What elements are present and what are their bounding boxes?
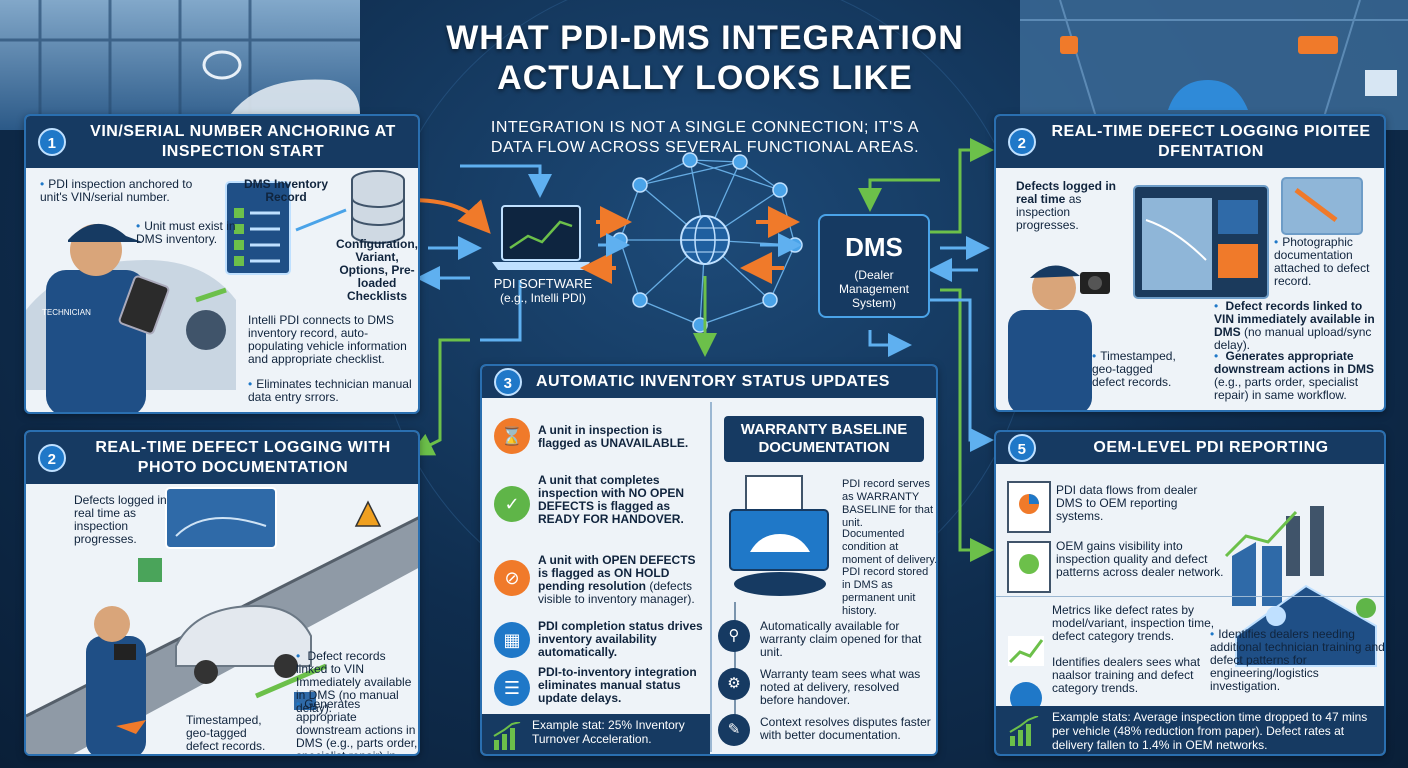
handshake-icon: ⚙ [718, 668, 750, 700]
p3-warranty-2: Documented condition at moment of delive… [842, 528, 938, 566]
p3-item-2: A unit that completes inspection with NO… [538, 473, 685, 526]
p5-stat-text: Example stats: Average inspection time d… [1052, 710, 1368, 752]
panel-header: 5 OEM-LEVEL PDI REPORTING [996, 432, 1384, 464]
p3-item-3: A unit with OPEN DEFECTS is flagged as O… [538, 554, 708, 606]
panel-title: REAL-TIME DEFECT LOGGING PIOITEE DFENTAT… [1051, 123, 1371, 160]
database-icon [351, 170, 405, 244]
calendar-icon: ▦ [494, 622, 530, 658]
p3-warranty-3: PDI record stored in DMS as permanent un… [842, 566, 929, 617]
pdi-software-sublabel: (e.g., Intelli PDI) [499, 291, 587, 305]
p2-text-4: Generates appropriate downstream actions… [296, 698, 418, 755]
panel-inventory-status: 3 AUTOMATIC INVENTORY STATUS UPDATES ⌛ A… [480, 364, 938, 756]
p4-text-4: Timestamped, geo-tagged defect records. [1092, 350, 1188, 389]
dms-box: DMS (Dealer Management System) [818, 214, 930, 318]
p5-stat-bar: Example stats: Average inspection time d… [996, 706, 1384, 754]
hourglass-icon: ⌛ [494, 418, 530, 454]
p2-text-1: Defects logged in real time as inspectio… [74, 493, 167, 546]
p4-text-1-note: as inspection progresses. [1016, 192, 1082, 232]
dms-sublabel: (Dealer Management System) [838, 268, 910, 310]
p3-stat-text: Example stat: 25% Inventory Turnover Acc… [532, 718, 685, 746]
step-number: 1 [38, 128, 66, 156]
technician-shirt-label: TECHNICIAN [42, 308, 91, 317]
p1-text-2: Unit must exist in DMS inventory. [136, 220, 246, 246]
p1-text-3: Intelli PDI connects to DMS inventory re… [248, 313, 407, 366]
growth-chart-icon [1009, 716, 1039, 746]
p3-item-4: PDI completion status drives inventory a… [538, 619, 703, 659]
p3-item-5: PDI-to-inventory integration eliminates … [538, 665, 697, 705]
warranty-title: WARRANTY BASELINE DOCUMENTATION [724, 416, 924, 462]
step-number: 3 [494, 368, 522, 396]
record-config: Configuration, Variant, Options, Pre-loa… [336, 237, 418, 303]
panel-title: AUTOMATIC INVENTORY STATUS UPDATES [536, 373, 890, 390]
p4-text-3-main: Defect records linked to VIN immediately… [1214, 299, 1375, 339]
p5-text-3: Metrics like defect rates by model/varia… [1052, 603, 1215, 643]
p5-text-1: PDI data flows from dealer DMS to OEM re… [1056, 483, 1198, 523]
panel-vin-anchoring: 1 VIN/SERIAL NUMBER ANCHORING AT INSPECT… [24, 114, 420, 414]
p3-item-1: A unit in inspection is flagged as UNAVA… [538, 423, 689, 450]
p4-text-3: Defect records linked to VIN immediately… [1214, 300, 1384, 352]
p4-text-5-main: Generates appropriate downstream actions… [1214, 349, 1375, 376]
panel-defect-logging-left: 2 REAL-TIME DEFECT LOGGING WITH PHOTO DO… [24, 430, 420, 756]
p3-item-3-note: (defects visible to inventory manager). [538, 579, 695, 606]
laptop-icon [492, 205, 590, 270]
p1-text-4: Eliminates technician manual data entry … [248, 378, 418, 404]
step-number: 2 [38, 444, 66, 472]
checklist-icon: ✎ [718, 714, 750, 746]
p3-warranty-6: Context resolves disputes faster with be… [760, 715, 931, 742]
panel-header: 3 AUTOMATIC INVENTORY STATUS UPDATES [482, 366, 936, 398]
pdi-software-label: PDI SOFTWARE [493, 276, 593, 291]
p5-text-4: Identifies dealers sees what naalsor tra… [1052, 655, 1201, 695]
panel-defect-logging-right: 2 REAL-TIME DEFECT LOGGING PIOITEE DFENT… [994, 114, 1386, 412]
p2-text-3: Timestamped, geo-tagged defect records. [186, 713, 266, 753]
panel-title: OEM-LEVEL PDI REPORTING [1093, 439, 1329, 456]
document-search-icon: ⚲ [718, 620, 750, 652]
folder-car-icon [729, 475, 829, 596]
p3-warranty-1: PDI record serves as WARRANTY BASELINE f… [842, 478, 934, 529]
step-number: 5 [1008, 434, 1036, 462]
step-number: 2 [1008, 128, 1036, 156]
checkmark-icon: ✓ [494, 486, 530, 522]
p4-text-1-main: Defects logged in real time [1016, 179, 1117, 206]
p3-item-3-main: A unit with OPEN DEFECTS is flagged as O… [538, 553, 696, 593]
p4-text-2: Photographic documentation attached to d… [1274, 236, 1384, 288]
p4-text-5-note: (e.g., parts order, specialist repair) i… [1214, 375, 1359, 402]
panel-title: VIN/SERIAL NUMBER ANCHORING AT INSPECTIO… [90, 123, 396, 160]
technician-illustration [26, 170, 405, 412]
panel-header: 1 VIN/SERIAL NUMBER ANCHORING AT INSPECT… [26, 116, 418, 168]
p5-text-2: OEM gains visibility into inspection qua… [1056, 539, 1224, 579]
globe-icon [680, 215, 730, 265]
panel-header: 2 REAL-TIME DEFECT LOGGING WITH PHOTO DO… [26, 432, 418, 484]
p4-text-3-note: (no manual upload/sync delay). [1214, 325, 1372, 352]
page-title: WHAT PDI-DMS INTEGRATION ACTUALLY LOOKS … [446, 19, 964, 97]
panel-oem-reporting: 5 OEM-LEVEL PDI REPORTING PDI data flows… [994, 430, 1386, 756]
p3-warranty-4: Automatically available for warranty cla… [760, 619, 922, 659]
growth-chart-icon [493, 722, 521, 750]
list-icon: ☰ [494, 670, 530, 706]
photographer-illustration [1008, 177, 1363, 410]
p4-text-1: Defects logged in real time as inspectio… [1016, 180, 1136, 232]
conveyor-illustration [26, 487, 418, 754]
record-title: DMS Inventory Record [243, 177, 328, 204]
no-entry-icon: ⊘ [494, 560, 530, 596]
panel-title: REAL-TIME DEFECT LOGGING WITH PHOTO DOCU… [95, 439, 391, 476]
p3-stat-bar: Example stat: 25% Inventory Turnover Acc… [482, 714, 710, 754]
dms-label: DMS [845, 232, 903, 262]
panel-header: 2 REAL-TIME DEFECT LOGGING PIOITEE DFENT… [996, 116, 1384, 168]
page-subtitle: INTEGRATION IS NOT A SINGLE CONNECTION; … [490, 119, 920, 156]
p3-warranty-5: Warranty team sees what was noted at del… [760, 667, 921, 707]
p4-text-5: Generates appropriate downstream actions… [1214, 350, 1384, 402]
p5-text-5: Identifies dealers needing additional te… [1210, 628, 1384, 693]
p1-text-1: PDI inspection anchored to unit's VIN/se… [40, 178, 210, 204]
